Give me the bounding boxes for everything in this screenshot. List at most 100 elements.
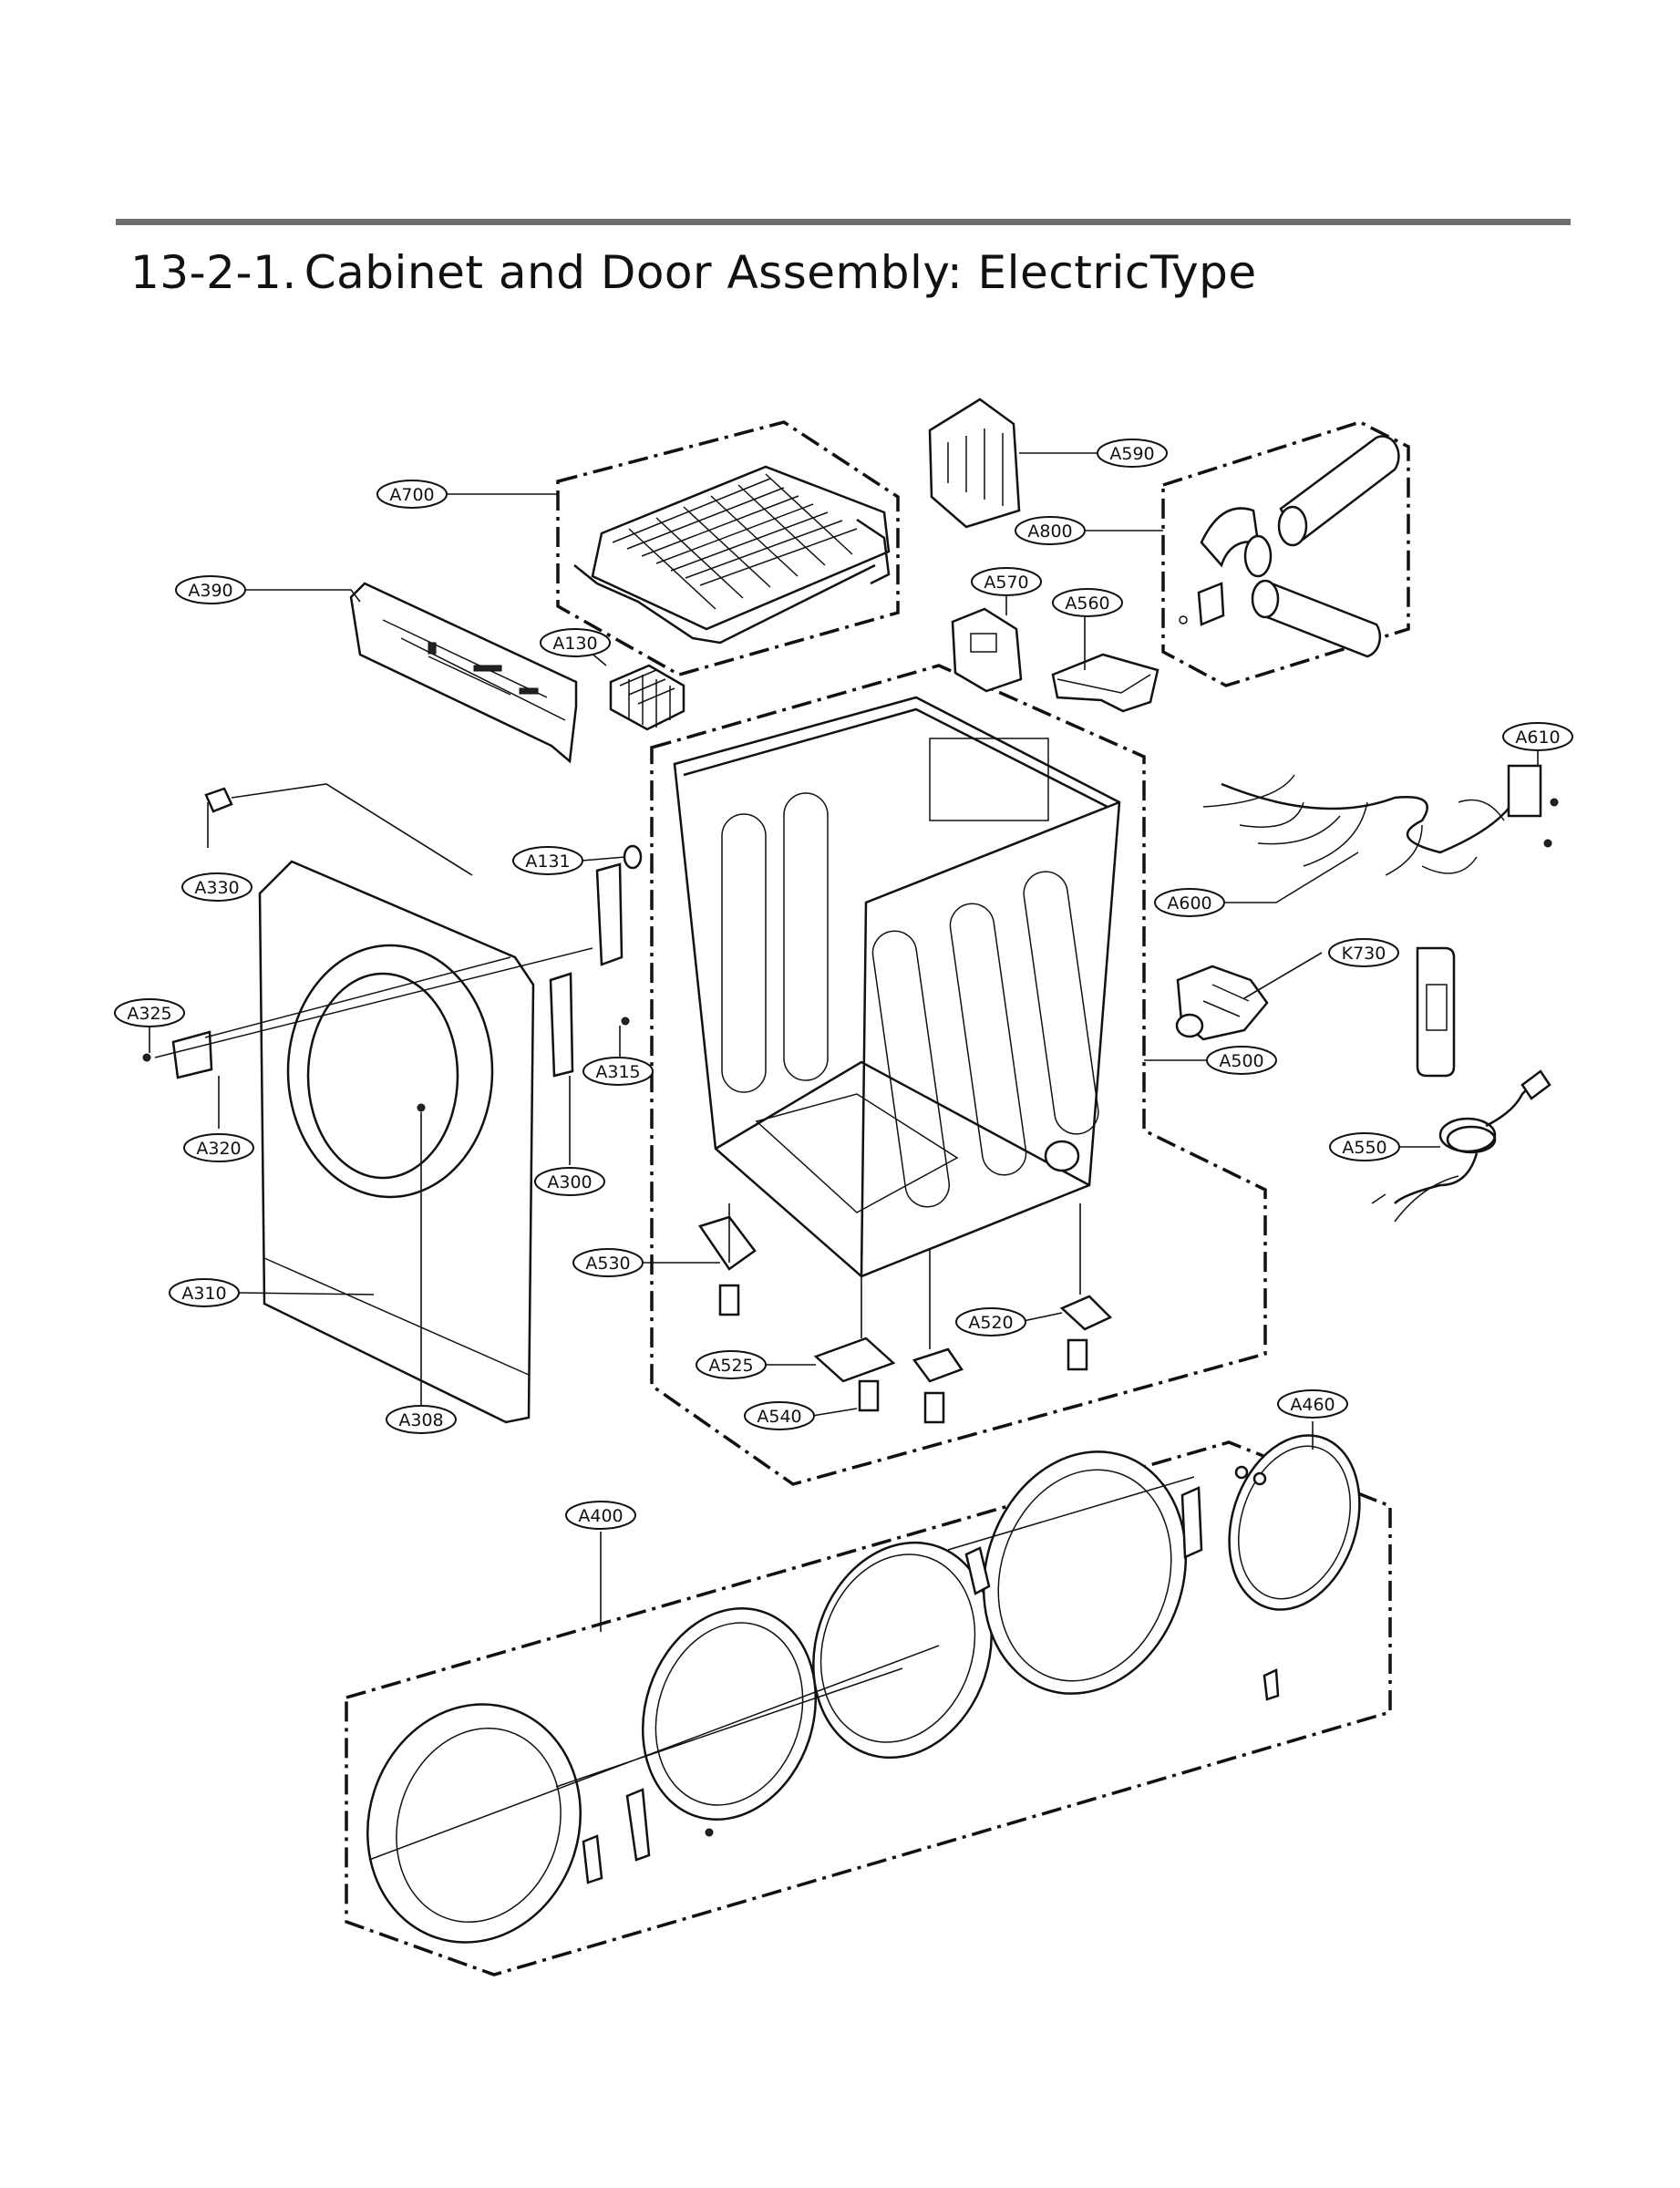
svg-text:A308: A308 — [398, 1410, 443, 1430]
section-number: 13-2-1. — [130, 246, 297, 299]
svg-text:A560: A560 — [1065, 593, 1109, 614]
label-a400: A400 — [565, 1501, 636, 1530]
label-a530: A530 — [572, 1248, 644, 1277]
door-outer-ring — [366, 1703, 582, 1944]
hinge-part — [964, 1546, 991, 1595]
part-a320 — [171, 1030, 213, 1079]
part-a131 — [623, 844, 643, 870]
filter-block-part — [609, 664, 685, 731]
bracket-a520 — [1059, 1295, 1113, 1331]
foot-a540-left — [858, 1379, 880, 1412]
label-a610: A610 — [1502, 722, 1573, 751]
top-grille-part — [573, 465, 891, 645]
door-gasket-a460 — [1228, 1434, 1361, 1611]
label-a325: A325 — [114, 998, 185, 1027]
svg-text:A320: A320 — [196, 1139, 241, 1159]
bracket-a131 — [595, 862, 624, 966]
svg-text:A130: A130 — [552, 634, 597, 654]
svg-text:A570: A570 — [984, 573, 1028, 593]
label-a390: A390 — [175, 575, 246, 604]
foot-a530 — [718, 1284, 740, 1316]
small-parts-front — [142, 844, 643, 1112]
svg-text:A800: A800 — [1027, 521, 1072, 542]
part-a610 — [1507, 764, 1542, 818]
leader-lines — [149, 452, 1539, 1632]
svg-text:A300: A300 — [547, 1172, 592, 1192]
exhaust-duct-part — [1179, 435, 1400, 658]
svg-text:A310: A310 — [181, 1284, 226, 1304]
label-a800: A800 — [1015, 516, 1086, 545]
foot-a540-right — [923, 1391, 945, 1424]
group-boundary-a500 — [650, 664, 1267, 1486]
label-a308: A308 — [386, 1405, 457, 1434]
cabinet-part — [673, 696, 1121, 1278]
svg-text:A520: A520 — [968, 1313, 1013, 1333]
door-handle — [625, 1788, 651, 1862]
screw-a325 — [142, 1053, 151, 1062]
label-a590: A590 — [1097, 439, 1168, 468]
label-k730: K730 — [1328, 938, 1399, 967]
label-a540: A540 — [744, 1401, 815, 1430]
door-frame — [982, 1450, 1188, 1695]
svg-text:A700: A700 — [389, 485, 434, 505]
svg-text:A600: A600 — [1167, 893, 1211, 913]
screw-a315 — [621, 1017, 630, 1026]
foot-a520 — [1067, 1338, 1088, 1371]
front-panel-part — [238, 860, 535, 1424]
label-a131: A131 — [512, 846, 583, 875]
part-a330 — [204, 783, 473, 876]
label-a300: A300 — [534, 1167, 605, 1196]
svg-text:A390: A390 — [188, 581, 232, 601]
power-cord-part — [1371, 1069, 1551, 1223]
svg-text:A525: A525 — [708, 1356, 753, 1376]
bracket-a530 — [698, 1215, 757, 1271]
group-boundary-a700 — [556, 420, 900, 676]
svg-text:K730: K730 — [1342, 944, 1386, 964]
bracket-a300 — [549, 972, 574, 1078]
label-a520: A520 — [955, 1307, 1026, 1337]
svg-text:A315: A315 — [595, 1062, 640, 1082]
svg-text:A540: A540 — [757, 1407, 801, 1427]
svg-text:A500: A500 — [1219, 1051, 1263, 1071]
door-handle-cap — [582, 1834, 603, 1884]
label-a320: A320 — [183, 1133, 254, 1162]
door-assembly-part — [366, 1434, 1361, 1944]
motor-part — [1175, 965, 1269, 1041]
svg-text:A330: A330 — [194, 878, 239, 898]
door-inner-ring — [812, 1541, 993, 1760]
hinge-bracket — [1180, 1486, 1203, 1559]
label-a600: A600 — [1154, 888, 1225, 917]
label-a570: A570 — [971, 567, 1042, 596]
door-glass — [641, 1606, 818, 1822]
wire-harness-part — [1202, 764, 1559, 876]
label-a330: A330 — [181, 872, 253, 902]
label-a310: A310 — [169, 1278, 240, 1307]
bracket-a540 — [912, 1347, 964, 1383]
control-bracket-part — [349, 582, 578, 764]
svg-text:A325: A325 — [127, 1004, 171, 1024]
label-a315: A315 — [582, 1057, 654, 1086]
svg-text:A590: A590 — [1109, 444, 1154, 464]
label-a560: A560 — [1052, 588, 1123, 617]
section-title: Cabinet and Door Assembly: ElectricType — [304, 246, 1257, 299]
door-switch-part — [1416, 946, 1456, 1078]
leveling-feet — [698, 1215, 1113, 1424]
label-a525: A525 — [696, 1350, 767, 1379]
svg-text:A131: A131 — [525, 851, 570, 872]
svg-text:A610: A610 — [1515, 728, 1560, 748]
label-a130: A130 — [540, 628, 611, 657]
group-boundary-a400 — [345, 1440, 1392, 1976]
screw-a308 — [417, 1103, 426, 1112]
label-a550: A550 — [1329, 1132, 1400, 1161]
page-title: 13-2-1.Cabinet and Door Assembly: Electr… — [130, 246, 1257, 299]
group-boundary-a800 — [1161, 420, 1410, 687]
label-a500: A500 — [1206, 1046, 1277, 1075]
label-a700: A700 — [376, 480, 448, 509]
bracket-a525 — [813, 1337, 896, 1383]
label-a460: A460 — [1277, 1389, 1348, 1419]
svg-text:A400: A400 — [578, 1506, 623, 1526]
bracket-a590-part — [928, 397, 1021, 529]
bracket-a570-part — [951, 607, 1023, 693]
svg-text:A550: A550 — [1342, 1138, 1386, 1158]
